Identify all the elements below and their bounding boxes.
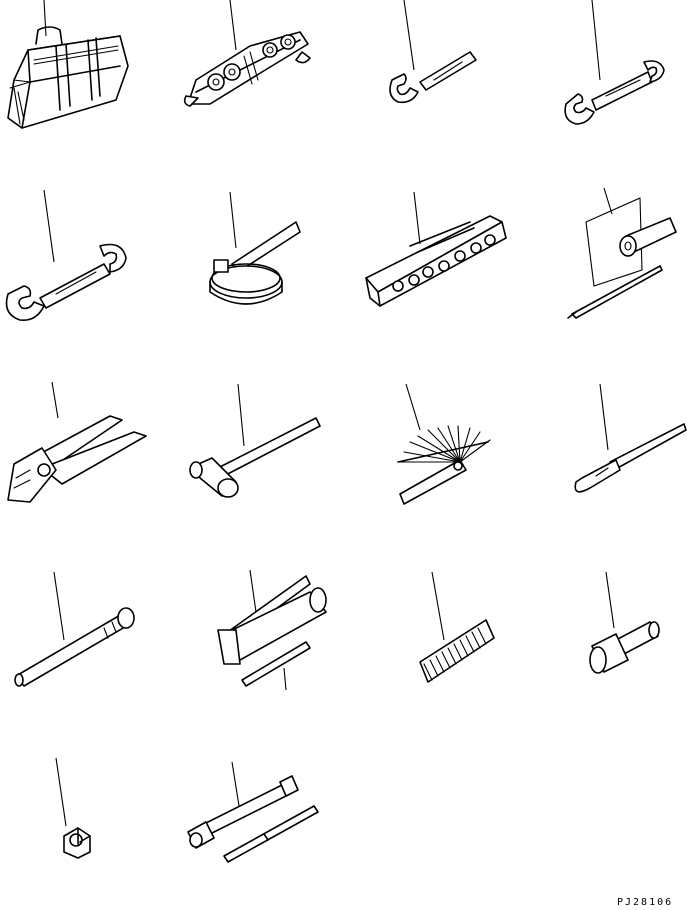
pry-bar-icon	[575, 384, 686, 492]
screwdriver-icon	[568, 188, 676, 318]
grease-gun-icon	[218, 570, 326, 690]
wrench-set-icon	[185, 0, 310, 106]
pliers-icon	[8, 382, 146, 502]
feeler-gauge-icon	[398, 384, 490, 504]
box-wrench-icon	[188, 762, 318, 862]
filter-wrench-icon	[210, 192, 300, 304]
open-end-wrench-icon	[390, 0, 476, 102]
tool-bag-icon	[8, 0, 128, 128]
drawing-code: PJ28106	[617, 897, 674, 908]
nut-icon	[56, 758, 90, 858]
extension-bar-icon	[15, 572, 134, 686]
spring-icon	[420, 572, 494, 682]
open-end-wrench-icon	[565, 0, 664, 124]
open-end-wrench-icon	[7, 190, 127, 320]
hammer-icon	[190, 384, 320, 497]
socket-case-icon	[366, 192, 506, 306]
bolt-icon	[590, 572, 659, 673]
